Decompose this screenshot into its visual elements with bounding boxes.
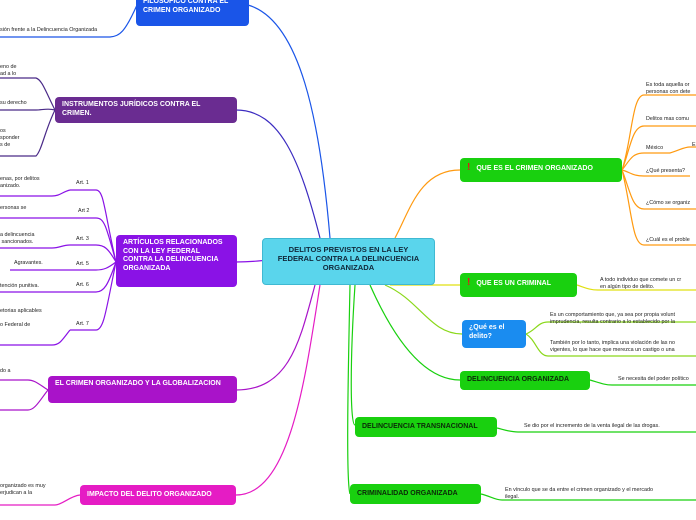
leaf-delincuencia-org: Se necesita del poder político xyxy=(618,376,689,382)
leaf-filosofico: sión frente a la Delincuencia Organizada xyxy=(0,27,98,33)
central-topic-label: DELITOS PREVISTOS EN LA LEY FEDERAL CONT… xyxy=(277,245,420,272)
leaf-impacto: organizado es muy erjudican a la xyxy=(0,483,46,496)
topic-criminalidad[interactable]: CRIMINALIDAD ORGANIZADA xyxy=(350,484,481,504)
leaf-crimen-3: México xyxy=(646,145,664,151)
article-text-3: a delincuencia sancionados. xyxy=(0,232,35,245)
topic-delincuencia-organizada[interactable]: DELINCUENCIA ORGANIZADA xyxy=(460,371,590,390)
topic-criminal[interactable]: ! QUE ES UN CRIMINAL xyxy=(460,273,577,297)
topic-instrumentos-label: INSTRUMENTOS JURÍDICOS CONTRA EL CRIMEN. xyxy=(62,101,201,117)
topic-filosofico-label: FILOSÓFICO CONTRA EL CRIMEN ORGANIZADO xyxy=(143,0,229,14)
article-label-2: Art 2 xyxy=(78,208,90,214)
leaf-delito-2: También por lo tanto, implica una violac… xyxy=(550,340,675,353)
article-text-5: Agravantes. xyxy=(14,260,43,266)
topic-delito-label: ¿Qué es el delito? xyxy=(469,324,505,340)
article-text-7: etorias aplicables o Federal de xyxy=(0,308,42,328)
leaf-crimen-4: ¿Qué presenta? xyxy=(646,168,685,174)
article-label-1: Art. 1 xyxy=(76,180,89,186)
leaf-crimen-6: ¿Cuál es el proble xyxy=(646,237,690,243)
article-text-6: tención punitiva. xyxy=(0,283,39,289)
topic-articulos[interactable]: ARTÍCULOS RELACIONADOS CON LA LEY FEDERA… xyxy=(116,235,237,287)
topic-transnacional[interactable]: DELINCUENCIA TRANSNACIONAL xyxy=(355,417,497,437)
topic-delincuencia-organizada-label: DELINCUENCIA ORGANIZADA xyxy=(467,376,570,383)
topic-criminal-label: QUE ES UN CRIMINAL xyxy=(476,280,552,287)
topic-impacto[interactable]: IMPACTO DEL DELITO ORGANIZADO xyxy=(80,485,236,505)
article-label-7: Art. 7 xyxy=(76,321,89,327)
leaf-crimen-1: Es toda aquella or personas con dete xyxy=(646,82,691,95)
article-text-1: enas, por delitos anizado. xyxy=(0,176,40,189)
leaf-crimen-5: ¿Cómo se organiz xyxy=(646,200,691,206)
leaf-criminalidad: En vínculo que se da entre el crimen org… xyxy=(505,487,654,500)
article-text-2: ersonas se xyxy=(0,205,27,211)
topic-instrumentos[interactable]: INSTRUMENTOS JURÍDICOS CONTRA EL CRIMEN. xyxy=(55,97,237,123)
topic-impacto-label: IMPACTO DEL DELITO ORGANIZADO xyxy=(87,491,212,498)
topic-transnacional-label: DELINCUENCIA TRANSNACIONAL xyxy=(362,423,478,430)
leaf-instrumentos-2: su derecho xyxy=(0,100,27,106)
leaf-instrumentos-3: os sponder s de xyxy=(0,128,20,148)
exclamation-icon: ! xyxy=(467,277,471,288)
leaf-crimen-3b: E xyxy=(692,142,696,148)
article-label-5: Art. 5 xyxy=(76,261,89,267)
leaf-criminal: A todo individuo que comete un cr en alg… xyxy=(600,277,682,290)
article-label-6: Art. 6 xyxy=(76,282,89,288)
leaf-delito-1: Es un comportamiento que, ya sea por pro… xyxy=(550,312,675,325)
article-label-3: Art. 3 xyxy=(76,236,89,242)
leaf-transnacional: Se dio por el incremento de la venta ile… xyxy=(524,423,660,429)
topic-globalizacion[interactable]: EL CRIMEN ORGANIZADO Y LA GLOBALIZACION xyxy=(48,376,237,403)
central-topic[interactable]: DELITOS PREVISTOS EN LA LEY FEDERAL CONT… xyxy=(262,238,435,285)
leaf-crimen-2: Delitos mas comu xyxy=(646,116,689,122)
topic-crimen-organizado-label: QUE ES EL CRIMEN ORGANIZADO xyxy=(476,165,593,172)
leaf-globalizacion: do a xyxy=(0,368,11,374)
topic-articulos-label: ARTÍCULOS RELACIONADOS CON LA LEY FEDERA… xyxy=(123,239,223,272)
leaf-instrumentos-1: eno de ad a lo xyxy=(0,64,17,77)
topic-criminalidad-label: CRIMINALIDAD ORGANIZADA xyxy=(357,490,458,497)
topic-filosofico[interactable]: FILOSÓFICO CONTRA EL CRIMEN ORGANIZADO xyxy=(136,0,249,26)
topic-crimen-organizado[interactable]: ! QUE ES EL CRIMEN ORGANIZADO xyxy=(460,158,622,182)
topic-delito[interactable]: ¿Qué es el delito? xyxy=(462,320,526,348)
exclamation-icon: ! xyxy=(467,162,471,173)
topic-globalizacion-label: EL CRIMEN ORGANIZADO Y LA GLOBALIZACION xyxy=(55,380,221,387)
